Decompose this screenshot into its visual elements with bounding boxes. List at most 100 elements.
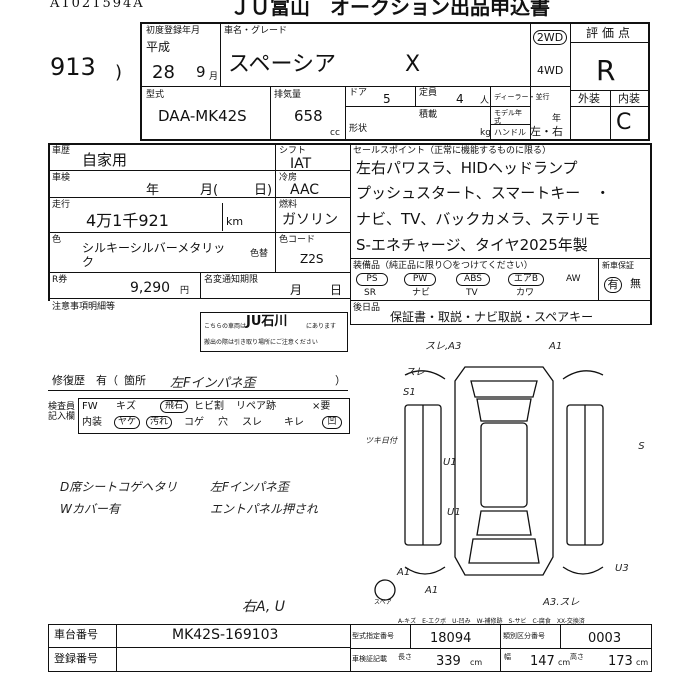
inspector-box [78,398,350,434]
color-code: Z2S [300,252,324,266]
location-line2: 搬出の際は引き取り場所にご注意ください [204,339,318,346]
inspector-crack: ヒビ割 [194,401,224,412]
location-prefix: こちらの車両は [204,323,247,330]
height-label: 高さ [570,653,584,661]
capacity-label: 定員 [419,88,438,98]
car-rear-window [476,510,532,536]
interior-label: 内装 [618,92,640,105]
recycle-label: R券 [52,275,68,285]
car-name: スペーシア [228,52,337,77]
inspector-interior: 内装 [82,417,102,428]
width-label: 幅 [504,653,511,661]
dmg-rear-a3: A3,スレ [542,597,579,605]
location-brand: JU石川 [246,314,288,329]
color-change-label: 色替 [250,249,269,259]
selling-point-2: プッシュスタート、スマートキー ・ [356,184,611,202]
length-value: 339 [436,654,461,669]
model-label: 型式 [146,90,165,100]
car-roof-outline [454,366,554,576]
inspector-hole: 穴 [218,417,228,428]
payload-label: 積載 [419,110,438,120]
dmg-left-u1: U1 [443,457,457,468]
equip-airbag: エアB [508,273,544,286]
registration-label: 登録番号 [54,652,98,665]
note-right-2: エントパネル押され [210,502,319,516]
drive-2wd: 2WD [533,30,567,45]
cut-mark: ツキ日付 [365,436,398,445]
repair-value: 左Fインパネ歪 [170,376,256,391]
grade-score: R [596,54,616,87]
recycle-value: 9,290 [130,280,171,296]
location-suffix: にあります [306,323,337,330]
equip-tv: TV [466,288,478,298]
exterior-label: 外装 [578,92,600,105]
fuel-value: ガソリン [282,212,338,228]
note-left-1: D席シートコゲヘタリ [60,480,178,494]
inspector-dirt: 汚れ [146,416,172,429]
handle-value: 左・右 [530,125,563,138]
repair-parts-label: 箇所 [124,374,146,387]
inspector-scratch: キズ [116,401,136,412]
selling-points-label: セールスポイント（正常に機能するものに限る） [353,146,552,156]
model-year-label: モデル年式 [494,109,522,125]
accessories-label: 後日品 [353,303,381,313]
car-name-label: 車名・グレード [224,26,288,36]
shape-label: 形状 [349,124,368,134]
warranty-yes: 有 [604,277,622,293]
selling-point-1: 左右パワスラ、HIDヘッドランプ [356,159,578,177]
inspector-repair: リペア跡 [236,401,276,412]
color-label: 色 [52,235,62,245]
height-unit: cm [636,658,649,667]
equip-sr: SR [364,288,376,298]
inspector-scorch: コゲ [184,417,204,428]
equip-leather: カワ [516,288,535,298]
height-value: 173 [608,654,633,669]
equip-pw: PW [404,273,436,286]
warranty-no: 無 [630,277,641,290]
model-year-unit: 年 [552,114,562,124]
first-reg-month: 9 [196,63,206,81]
note-bottom: 右A, U [242,599,285,615]
chassis-label: 車台番号 [54,628,98,641]
dmg-front-center: スレ,A3 [425,341,461,352]
first-reg-label: 初度登録年月 [146,26,201,36]
handle-label: ハンドル [494,128,526,137]
damage-legend: A-キズ E-エクボ U-凹み W-補修跡 S-サビ C-腐食 XX-交換済 [398,618,585,625]
model-value: DAA-MK42S [158,107,247,125]
lot-number: 913 [50,53,96,81]
class-value: 0003 [588,631,622,646]
displacement-value: 658 [294,107,323,125]
location-box [200,312,348,352]
capacity-value: 4 [456,92,464,106]
displacement-unit: cc [330,128,340,138]
usage-value: 自家用 [82,151,128,169]
spare-label: スペア [374,599,392,606]
displacement-label: 排気量 [274,90,302,100]
inspector-rub: スレ [242,417,262,428]
car-grade: X [405,52,421,77]
car-windshield [476,398,532,422]
recycle-unit: 円 [180,286,190,296]
equip-ps: PS [356,273,388,286]
inspection-label: 車検 [52,173,71,183]
car-hood [470,380,538,398]
dealer-label: ディーラー・並行 [494,93,550,101]
usage-label: 車歴 [52,146,71,156]
dmg-left-s1: S1 [403,387,416,398]
repair-close: ） [335,374,346,387]
mileage-label: 走行 [52,200,71,210]
shift-value: IAT [290,156,312,172]
dmg-rear-a1: A1 [424,585,438,596]
color-value-1: シルキーシルバーメタリッ [82,241,226,255]
dmg-left-a1: A1 [396,567,410,578]
cooling-value: AAC [290,182,320,198]
length-label: 長さ [398,653,412,661]
car-cabin [480,422,528,508]
dmg-right-s1: S1 [638,441,645,452]
repair-label: 修復歴 [52,374,85,387]
doors-value: 5 [383,92,391,106]
inspection-day-unit: 日) [254,183,273,198]
repair-open: 有（ [96,374,118,387]
width-unit: cm [558,658,571,667]
dmg-front-left: スレ [405,367,425,378]
